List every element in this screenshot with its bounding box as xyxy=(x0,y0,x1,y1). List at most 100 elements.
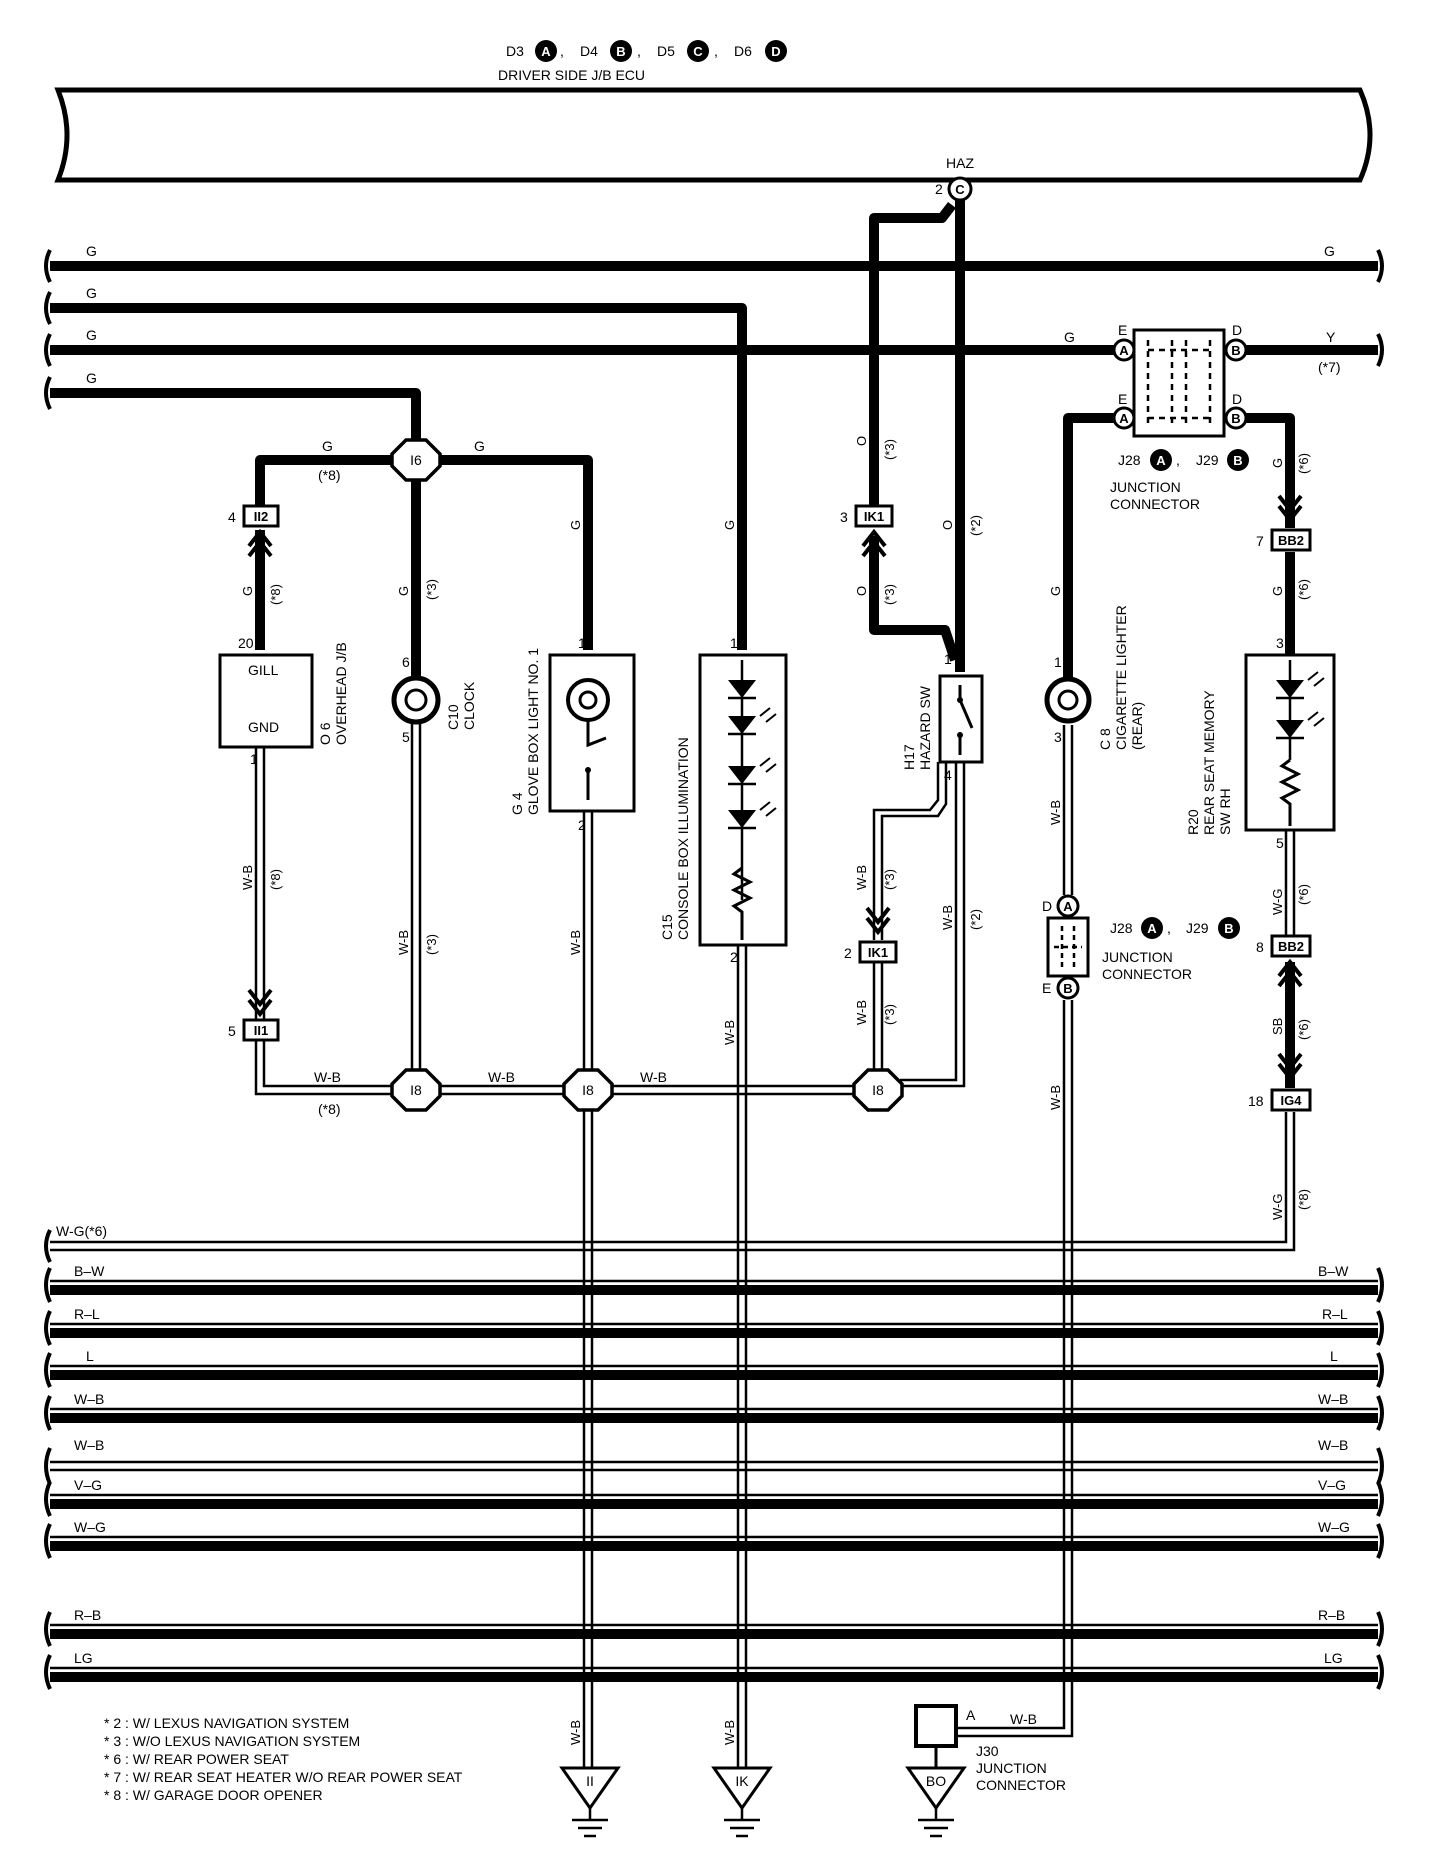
svg-text:J28: J28 xyxy=(1110,920,1133,936)
svg-text:II: II xyxy=(586,1773,594,1789)
svg-text:W-B: W-B xyxy=(1048,800,1063,825)
bus-line-1: B–W B–W xyxy=(50,1263,1378,1295)
bus-line-7: W–G W–G xyxy=(50,1519,1378,1551)
splice-i6: I6 xyxy=(390,438,442,482)
svg-text:G: G xyxy=(568,520,583,530)
svg-text:W–G: W–G xyxy=(1318,1519,1350,1535)
svg-text:2: 2 xyxy=(844,945,852,961)
svg-text:1: 1 xyxy=(250,751,258,767)
svg-text:(*8): (*8) xyxy=(268,869,283,890)
svg-text:B: B xyxy=(1063,981,1072,996)
ecu-connector-d4-letter: B xyxy=(616,44,625,59)
svg-text:H17: H17 xyxy=(901,744,917,770)
svg-text:(*3): (*3) xyxy=(882,869,897,890)
svg-text:C15: C15 xyxy=(659,914,675,940)
svg-text:V–G: V–G xyxy=(74,1477,102,1493)
svg-text:,: , xyxy=(1176,452,1180,468)
svg-text:BB2: BB2 xyxy=(1278,939,1304,954)
haz-label: HAZ xyxy=(946,155,974,171)
svg-text:W-B: W-B xyxy=(396,930,411,955)
svg-text:IK1: IK1 xyxy=(864,509,884,524)
svg-text:JUNCTION: JUNCTION xyxy=(976,1760,1047,1776)
svg-text:JUNCTION: JUNCTION xyxy=(1110,479,1181,495)
connector-letter-badge xyxy=(765,40,787,62)
wire-wb-hazard xyxy=(872,762,948,940)
junction-connector-mid: A B D E J28 A , J29 B JUNCTION CONNECTOR xyxy=(1042,894,1240,1000)
svg-text:SB: SB xyxy=(1270,1018,1285,1035)
top-wires: G G G G G Y (*7) G xyxy=(44,243,1384,650)
svg-text:5: 5 xyxy=(1276,835,1284,851)
svg-text:B: B xyxy=(1233,453,1242,468)
wire-wg-r20 xyxy=(1284,830,1296,935)
footnotes: * 2 : W/ LEXUS NAVIGATION SYSTEM * 3 : W… xyxy=(104,1715,463,1803)
bus-line-4: W–B W–B xyxy=(50,1391,1378,1423)
svg-text:* 7 : W/ REAR SEAT HEATER W/O: * 7 : W/ REAR SEAT HEATER W/O REAR POWER… xyxy=(104,1769,463,1785)
svg-text:A: A xyxy=(1119,411,1129,426)
bus-line-5: W–B W–B xyxy=(50,1437,1378,1472)
svg-text:CIGARETTE LIGHTER: CIGARETTE LIGHTER xyxy=(1113,605,1129,750)
svg-text:G: G xyxy=(322,438,333,454)
svg-text:W-B: W-B xyxy=(1048,1085,1063,1110)
bus-lines: W-G(*6) B–W B–W R–L R–L L L W–B W–B xyxy=(44,1223,1384,1690)
splice-i6-label: I6 xyxy=(410,452,422,468)
connector-letter-badge xyxy=(687,40,709,62)
svg-text:W–G: W–G xyxy=(74,1519,106,1535)
ecu-title: DRIVER SIDE J/B ECU xyxy=(498,67,645,83)
connector-bb2-bot xyxy=(1270,934,1312,958)
ecu-connector-d5-code: D5 xyxy=(657,43,675,59)
junction-connector-top: A B A B E D E D J28 A , J29 B JUNCTION C… xyxy=(1110,322,1249,512)
break-marks-left xyxy=(44,249,52,410)
svg-text:5: 5 xyxy=(228,1023,236,1039)
svg-text:(*6): (*6) xyxy=(1296,453,1311,474)
svg-text:GND: GND xyxy=(248,719,279,735)
svg-text:GILL: GILL xyxy=(248,662,279,678)
svg-text:G: G xyxy=(1048,586,1063,596)
svg-text:,: , xyxy=(1167,920,1171,936)
svg-text:BO: BO xyxy=(926,1773,946,1789)
connectors-lower: IK1 2 II1 5 BB2 8 IG4 18 xyxy=(228,906,1312,1112)
ecu-connector-d5-letter: C xyxy=(693,44,703,59)
connector-ik1-bot xyxy=(858,940,898,964)
svg-text:W-B: W-B xyxy=(240,865,255,890)
splices-i8: I8 I8 I8 xyxy=(390,1068,904,1112)
svg-text:CLOCK: CLOCK xyxy=(461,681,477,730)
wire-wb-overhead xyxy=(254,747,266,1020)
svg-text:18: 18 xyxy=(1248,1093,1264,1109)
svg-text:CONNECTOR: CONNECTOR xyxy=(976,1777,1066,1793)
connector-bb2-top xyxy=(1270,528,1312,552)
component-hazard-sw: 1 4 H17 HAZARD SW xyxy=(901,651,984,783)
svg-text:(*2): (*2) xyxy=(968,515,983,536)
svg-text:R–B: R–B xyxy=(74,1607,101,1623)
connector-ii1 xyxy=(242,1018,280,1042)
wire-note-y: (*7) xyxy=(1318,359,1341,375)
svg-text:(*3): (*3) xyxy=(882,1004,897,1025)
component-console-box: 1 2 C15 CONSOLE BOX ILLUMINATION xyxy=(659,635,788,965)
wire-label-y: Y xyxy=(1326,329,1336,345)
svg-text:O: O xyxy=(854,586,869,596)
svg-text:5: 5 xyxy=(402,729,410,745)
haz-letter: C xyxy=(955,182,965,197)
svg-text:HAZARD SW: HAZARD SW xyxy=(917,685,933,770)
svg-text:O: O xyxy=(854,436,869,446)
wire-wg-ig4 xyxy=(50,1112,1296,1252)
svg-text:1: 1 xyxy=(730,635,738,651)
svg-text:W-B: W-B xyxy=(568,1720,583,1745)
svg-text:II1: II1 xyxy=(254,1023,268,1038)
wire-haz-ik1 xyxy=(869,201,956,510)
svg-text:W-B: W-B xyxy=(722,1020,737,1045)
ecu-connector-list: D3 A , D4 B , D5 C , D6 D xyxy=(506,40,787,62)
svg-text:W–B: W–B xyxy=(1318,1391,1348,1407)
svg-text:CONNECTOR: CONNECTOR xyxy=(1102,966,1192,982)
svg-text:E: E xyxy=(1118,391,1127,407)
splice-i8-a xyxy=(390,1068,442,1112)
svg-text:1: 1 xyxy=(1054,654,1062,670)
svg-text:J29: J29 xyxy=(1186,920,1209,936)
component-cigarette-lighter: 1 3 C 8 CIGARETTE LIGHTER (REAR) xyxy=(1044,605,1145,750)
svg-text:G: G xyxy=(474,438,485,454)
svg-text:W-B: W-B xyxy=(854,1000,869,1025)
svg-text:B: B xyxy=(1231,343,1240,358)
ecu-connector-d6-code: D6 xyxy=(734,43,752,59)
wire-wb-hazard-right xyxy=(900,762,966,1088)
svg-text:(*2): (*2) xyxy=(968,909,983,930)
connector-ii2 xyxy=(242,504,280,528)
